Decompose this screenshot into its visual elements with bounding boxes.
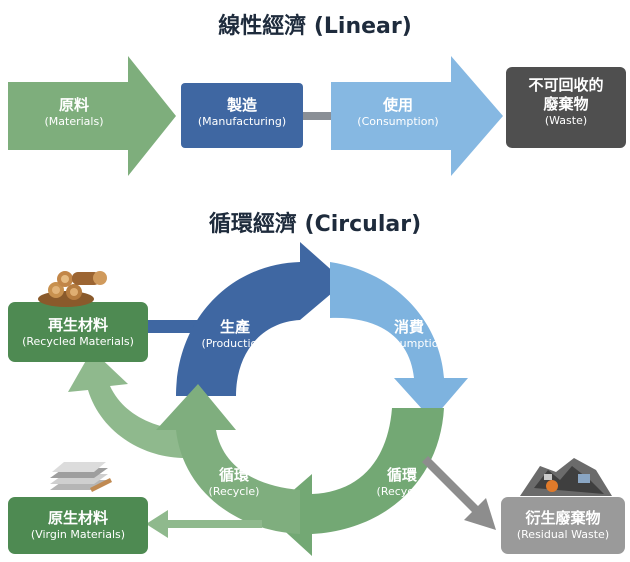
linear-waste-label: 不可回收的 廢棄物 (Waste) bbox=[506, 76, 626, 127]
production-zh: 生產 bbox=[219, 318, 250, 336]
linear-manufacturing-label: 製造 (Manufacturing) bbox=[181, 96, 303, 129]
linear-materials-zh: 原料 bbox=[58, 96, 89, 114]
virgin-materials-en: (Virgin Materials) bbox=[30, 528, 126, 541]
linear-consumption-zh: 使用 bbox=[382, 96, 413, 114]
recycled-materials-zh: 再生材料 bbox=[47, 315, 108, 334]
recycle-left-arc bbox=[156, 384, 300, 534]
virgin-materials-label: 原生材料 (Virgin Materials) bbox=[8, 497, 148, 554]
production-en: (Production) bbox=[201, 336, 269, 350]
stone-slabs-icon bbox=[50, 462, 112, 492]
linear-manufacturing-en: (Manufacturing) bbox=[197, 114, 287, 128]
linear-consumption-arrow bbox=[331, 56, 503, 176]
recycle-to-recycled-materials-arrow bbox=[68, 350, 186, 458]
residual-waste-zh: 衍生廢棄物 bbox=[525, 509, 601, 528]
linear-materials-arrow bbox=[8, 56, 176, 176]
recycled-materials-box bbox=[8, 302, 148, 362]
recycle-right-arc bbox=[266, 408, 444, 556]
production-arc bbox=[176, 242, 345, 396]
residual-waste-label: 衍生廢棄物 (Residual Waste) bbox=[501, 497, 625, 554]
consumption-zh: 消費 bbox=[393, 318, 424, 336]
circular-title: 循環經濟 (Circular) bbox=[208, 212, 422, 237]
recycle-right-zh: 循環 bbox=[386, 466, 417, 484]
linear-waste-zh2: 廢棄物 bbox=[543, 94, 589, 113]
linear-consumption-en: (Consumption) bbox=[357, 114, 439, 128]
recycle-left-en: (Recycle) bbox=[208, 484, 260, 498]
to-virgin-materials-arrow bbox=[146, 510, 262, 538]
linear-connector bbox=[303, 112, 331, 120]
wood-logs-icon bbox=[38, 271, 107, 307]
virgin-materials-box bbox=[8, 497, 148, 554]
recycle-left-zh: 循環 bbox=[218, 466, 249, 484]
linear-materials-label: 原料 (Materials) bbox=[18, 96, 130, 129]
recycled-materials-label: 再生材料 (Recycled Materials) bbox=[8, 302, 148, 362]
scrap-pile-icon bbox=[520, 458, 612, 496]
residual-waste-box bbox=[501, 497, 625, 554]
recycle-right-label: 循環 (Recycle) bbox=[362, 466, 442, 499]
consumption-arc bbox=[330, 262, 468, 420]
linear-manufacturing-zh: 製造 bbox=[226, 96, 257, 114]
linear-waste-box bbox=[506, 67, 626, 148]
production-label: 生產 (Production) bbox=[190, 318, 280, 351]
recycle-left-label: 循環 (Recycle) bbox=[194, 466, 274, 499]
to-residual-waste-arrow bbox=[422, 456, 496, 530]
linear-waste-zh1: 不可回收的 bbox=[528, 76, 604, 94]
recycled-materials-en: (Recycled Materials) bbox=[22, 334, 134, 348]
recycle-right-en: (Recycle) bbox=[376, 484, 428, 498]
linear-materials-en: (Materials) bbox=[44, 114, 104, 128]
residual-waste-en: (Residual Waste) bbox=[516, 528, 610, 541]
consumption-en: (Consumption) bbox=[368, 336, 450, 350]
consumption-label: 消費 (Consumption) bbox=[356, 318, 462, 351]
linear-manufacturing-box bbox=[181, 83, 303, 148]
linear-title: 線性經濟 (Linear) bbox=[218, 14, 412, 39]
virgin-materials-zh: 原生材料 bbox=[47, 509, 108, 528]
linear-waste-en: (Waste) bbox=[544, 113, 588, 127]
linear-consumption-label: 使用 (Consumption) bbox=[338, 96, 458, 129]
